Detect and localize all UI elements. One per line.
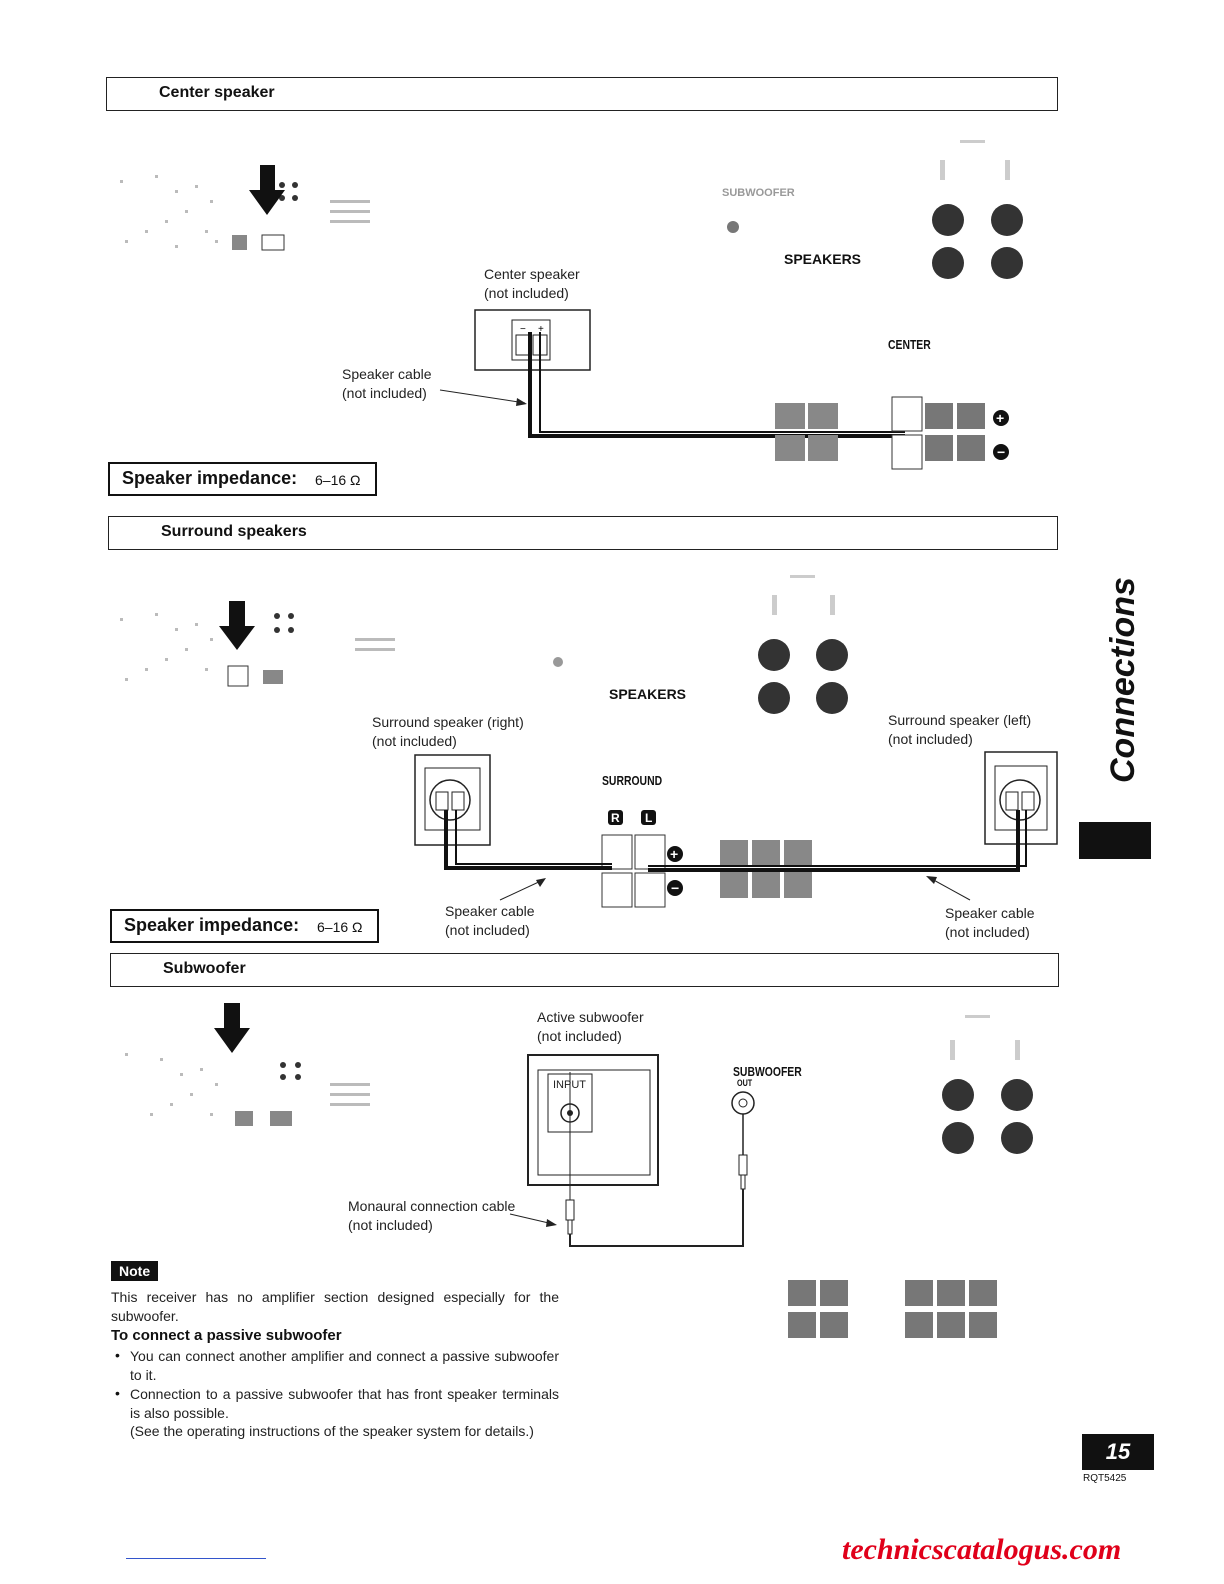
bullet-dot: • [115, 1347, 120, 1363]
center-speaker-not-included: (not included) [484, 285, 569, 301]
doc-code: RQT5425 [1083, 1473, 1127, 1484]
svg-text:−: − [997, 444, 1005, 460]
impedance-box-center: Speaker impedance: 6–16 Ω [108, 462, 377, 496]
section-title: Subwoofer [163, 960, 246, 977]
impedance-value: 6–16 Ω [317, 919, 363, 935]
note-text: This receiver has no amplifier section d… [111, 1289, 559, 1324]
footer-rule [126, 1558, 266, 1559]
section-header-surround: Surround speakers [108, 516, 1058, 550]
section-title: Surround speakers [161, 523, 307, 540]
side-tab-title: Connections [1104, 577, 1142, 783]
speaker-cable-not-included: (not included) [342, 385, 427, 401]
svg-text:+: + [996, 410, 1004, 426]
section-header-subwoofer: Subwoofer [110, 953, 1059, 987]
front-speaker-terminals-subwoofer [942, 1015, 1033, 1154]
svg-text:+: + [538, 324, 544, 335]
center-speaker-label: Center speaker [484, 266, 580, 282]
page-number: 15 [1082, 1434, 1154, 1470]
monaural-cable-label: Monaural connection cable [348, 1198, 516, 1214]
bullet-2: Connection to a passive subwoofer that h… [130, 1386, 559, 1421]
section-title: Center speaker [159, 84, 275, 101]
out-label: OUT [737, 1078, 753, 1088]
svg-text:−: − [520, 324, 526, 335]
subwoofer-out-label: SUBWOOFER [733, 1064, 802, 1079]
svg-text:+: + [670, 846, 678, 862]
front-speaker-terminals-surround [758, 575, 848, 714]
surround-right-not-included: (not included) [372, 733, 457, 749]
surround-cable-right-not-included: (not included) [945, 924, 1030, 940]
monaural-cable-not-included: (not included) [348, 1217, 433, 1233]
passive-subwoofer-heading: To connect a passive subwoofer [111, 1327, 342, 1344]
surround-terminal-label: SURROUND [602, 773, 663, 788]
receiver-rear-thumbnail-surround [120, 601, 395, 687]
center-terminal-label: CENTER [888, 337, 931, 352]
surround-diagram: + − [414, 751, 1058, 908]
impedance-value: 6–16 Ω [315, 472, 361, 488]
impedance-label: Speaker impedance: [122, 468, 298, 488]
receiver-rear-thumbnail-center [120, 165, 370, 251]
surround-center-terminals-thumb [788, 1280, 997, 1338]
speakers-label-surround: SPEAKERS [609, 686, 687, 702]
r-badge: R [611, 811, 620, 825]
note-badge: Note [111, 1261, 159, 1281]
surround-cable-left-label: Speaker cable [445, 903, 535, 919]
section-header-center: Center speaker [106, 77, 1058, 111]
surround-right-label: Surround speaker (right) [372, 714, 524, 730]
subwoofer-cable [509, 1072, 755, 1247]
surround-left-not-included: (not included) [888, 731, 973, 747]
active-subwoofer-box [527, 1054, 659, 1186]
watermark: technicscatalogus.com [842, 1533, 1122, 1566]
subwoofer-jack-thumb [727, 221, 739, 233]
surround-cable-right-label: Speaker cable [945, 905, 1035, 921]
svg-text:−: − [671, 880, 679, 896]
active-subwoofer-label: Active subwoofer [537, 1009, 644, 1025]
surround-left-label: Surround speaker (left) [888, 712, 1032, 728]
side-tab-block [1079, 822, 1151, 859]
impedance-label: Speaker impedance: [124, 915, 300, 935]
bullet-1: You can connect another amplifier and co… [130, 1348, 559, 1383]
center-speaker-box: − + [474, 309, 591, 371]
l-badge: L [645, 811, 653, 825]
speaker-cable-label: Speaker cable [342, 366, 432, 382]
front-speaker-terminals-center [932, 140, 1023, 279]
bullet-2-continued: (See the operating instructions of the s… [130, 1423, 534, 1439]
surround-cable-left-not-included: (not included) [445, 922, 530, 938]
center-terminals: + − [775, 396, 1009, 470]
active-subwoofer-not-included: (not included) [537, 1028, 622, 1044]
bullet-dot: • [115, 1385, 120, 1401]
impedance-box-surround: Speaker impedance: 6–16 Ω [110, 909, 379, 943]
subwoofer-jack-thumb-surround [553, 657, 563, 667]
speakers-label: SPEAKERS [784, 251, 862, 267]
receiver-rear-thumbnail-subwoofer [125, 1003, 370, 1126]
subwoofer-panel-label: SUBWOOFER [722, 187, 795, 199]
